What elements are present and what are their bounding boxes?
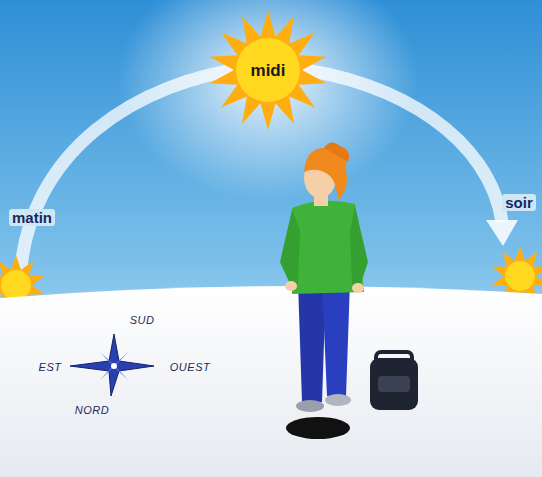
- node-text: midi: [251, 61, 286, 81]
- compass-label: SUD: [130, 314, 155, 326]
- sun-glow: [118, 0, 418, 200]
- compass-label: OUEST: [170, 361, 210, 373]
- sun-disc: [236, 38, 300, 102]
- compass-label: EST: [39, 361, 62, 373]
- sun-disc: [505, 261, 535, 291]
- compass-label: NORD: [75, 404, 109, 416]
- sun-node: midi: [247, 59, 290, 83]
- ground: [0, 286, 542, 477]
- sun-disc: [1, 270, 31, 300]
- sun-path-arc: [290, 68, 502, 222]
- time-label: matin: [9, 209, 55, 226]
- shadow: [286, 417, 350, 439]
- sun-rays: [210, 10, 327, 130]
- sun-path-arc: [20, 68, 250, 282]
- arrow-head: [486, 220, 518, 246]
- boy-figure: [280, 142, 418, 439]
- compass-rose: [70, 334, 154, 396]
- sun: [210, 10, 327, 130]
- time-label: soir: [502, 194, 536, 211]
